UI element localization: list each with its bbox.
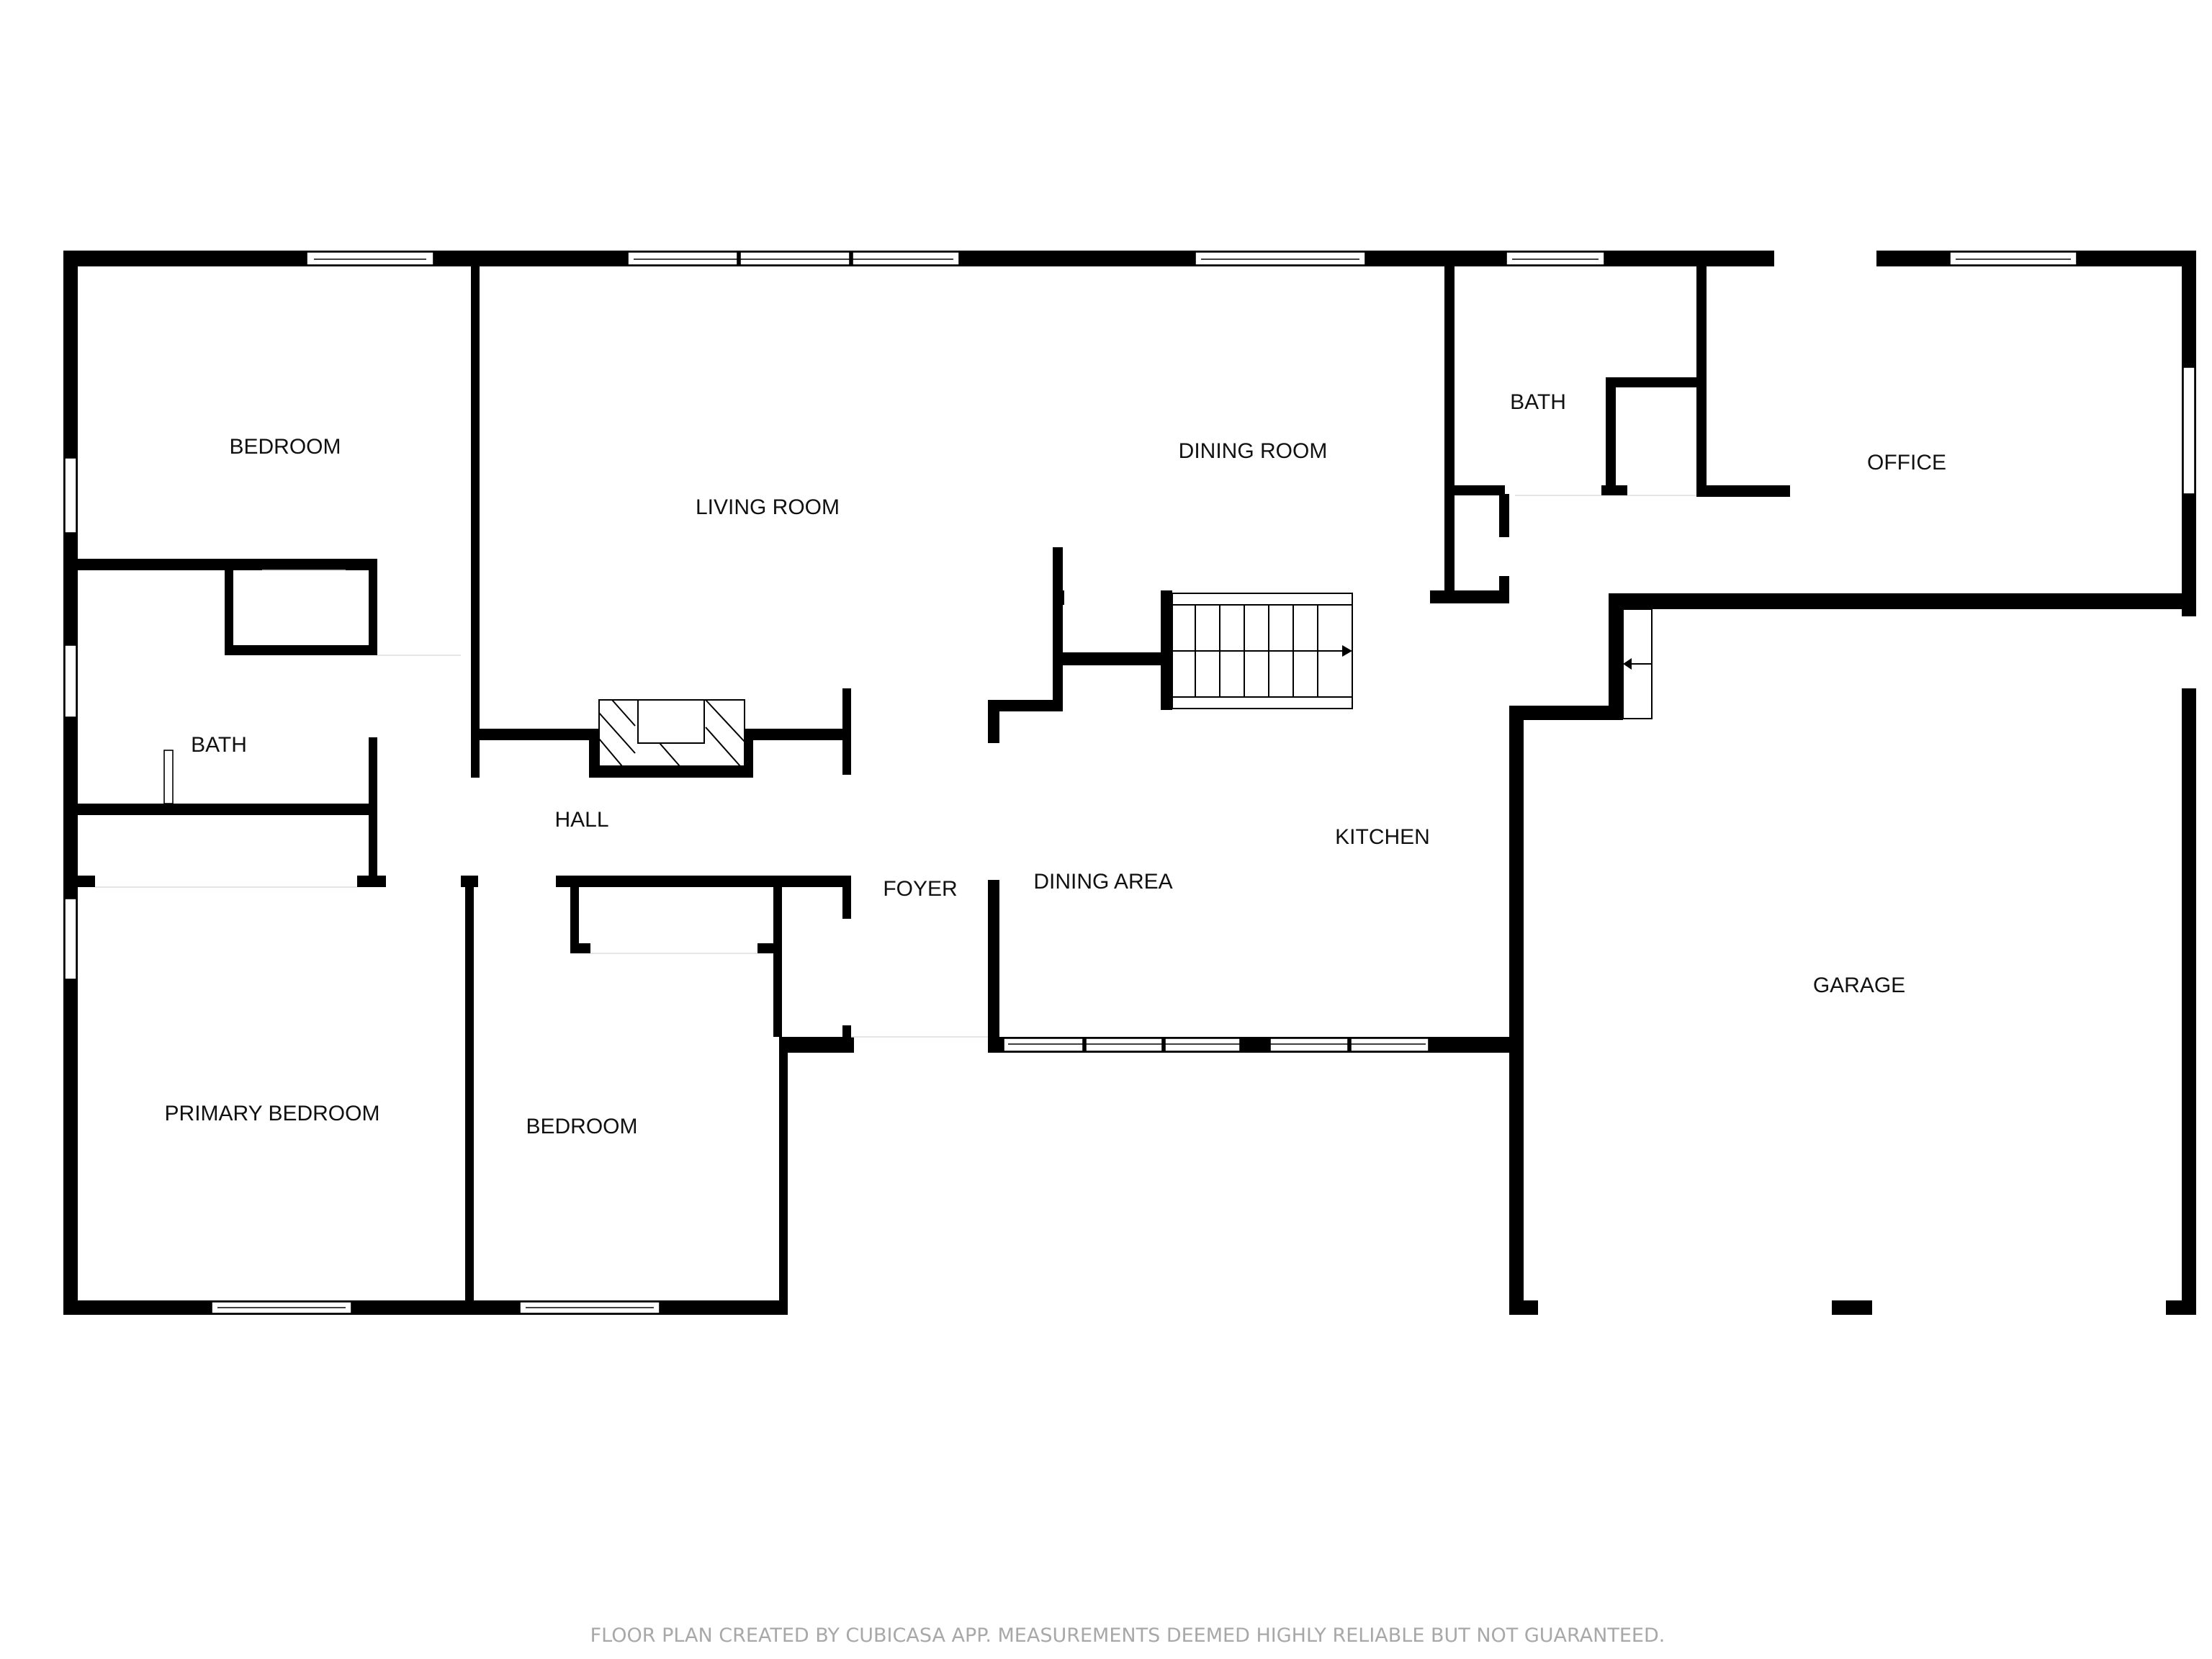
- room-label-garage: GARAGE: [1813, 974, 1905, 997]
- stair-arrow-icon: [1342, 645, 1352, 657]
- exterior-walls: [63, 251, 2196, 1315]
- footer-disclaimer: FLOOR PLAN CREATED BY CUBICASA APP. MEAS…: [590, 1624, 1665, 1647]
- garage-step: [1622, 608, 1653, 719]
- staircase: [1172, 593, 1353, 709]
- bath-fixture: [163, 750, 174, 804]
- room-label-living-room: LIVING ROOM: [696, 495, 840, 519]
- room-label-bedroom-nw: BEDROOM: [229, 435, 341, 459]
- room-label-dining-room: DINING ROOM: [1179, 439, 1328, 463]
- room-label-bedroom-s: BEDROOM: [526, 1115, 637, 1138]
- step-arrow-icon: [1623, 658, 1632, 670]
- room-label-kitchen: KITCHEN: [1335, 825, 1430, 849]
- room-label-bath-ne: BATH: [1510, 390, 1566, 414]
- room-label-foyer: FOYER: [883, 877, 957, 901]
- room-label-primary-bedroom: PRIMARY BEDROOM: [165, 1102, 380, 1125]
- fireplace: [598, 699, 745, 767]
- room-label-hall: HALL: [554, 808, 608, 832]
- room-label-dining-area: DINING AREA: [1033, 870, 1172, 894]
- windows: [64, 251, 2195, 1314]
- room-label-office: OFFICE: [1867, 451, 1946, 475]
- room-labels: BEDROOM LIVING ROOM DINING ROOM BATH OFF…: [165, 390, 1946, 1138]
- interior-walls: [78, 266, 1790, 1300]
- doorways: [95, 251, 2196, 1315]
- room-label-bath-w: BATH: [191, 733, 247, 757]
